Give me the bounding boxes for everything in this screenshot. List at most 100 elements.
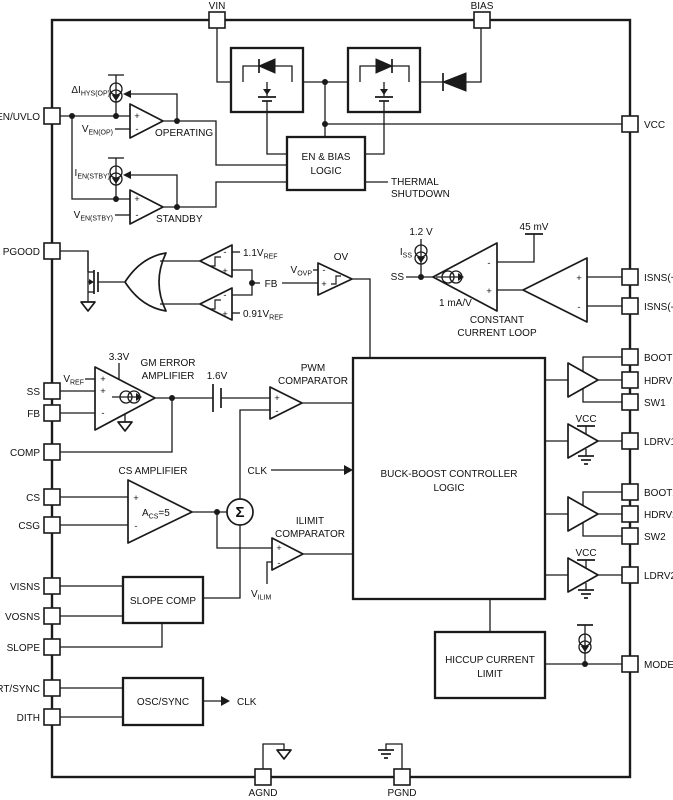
pgood-section: - + - + 1.1VREF 0.91VREF FB bbox=[60, 244, 318, 322]
ilimit-label-2: COMPARATOR bbox=[275, 529, 345, 540]
operating-plus: + bbox=[134, 111, 140, 122]
pin-ldrv2-label: LDRV2 bbox=[644, 571, 673, 582]
pin-sw2 bbox=[621, 527, 639, 545]
gm-amp-label-1: GM ERROR bbox=[141, 358, 196, 369]
cs-amplifier bbox=[127, 479, 193, 544]
cc-loop-section: - + + - 1.2 V ISS SS 45 mV 1 mA/V CONSTA… bbox=[391, 222, 622, 339]
pin-sw2-label: SW2 bbox=[644, 532, 666, 543]
osc-section: OSC/SYNC CLK bbox=[60, 676, 257, 727]
hysteresis-icon bbox=[210, 256, 221, 267]
hiccup-label-2: LIMIT bbox=[477, 669, 503, 680]
vilim-label: VILIM bbox=[251, 589, 271, 602]
bias-diode-icon bbox=[441, 72, 467, 92]
cs-amp-section: Σ + - CS AMPLIFIER ACS=5 bbox=[60, 466, 272, 549]
pass-fet-section bbox=[216, 28, 622, 155]
hiccup-label-1: HICCUP CURRENT bbox=[445, 655, 535, 666]
slope-comp-block bbox=[121, 575, 205, 625]
pin-isns-minus bbox=[621, 297, 639, 315]
pin-sw1 bbox=[621, 393, 639, 411]
pin-boot1-label: BOOT1 bbox=[644, 353, 673, 364]
pin-en-uvlo bbox=[43, 107, 61, 125]
mosfet-1-icon bbox=[258, 82, 287, 155]
thermal-shutdown-label-2: SHUTDOWN bbox=[391, 189, 450, 200]
hysteresis-icon bbox=[210, 299, 221, 310]
cs-plus: + bbox=[133, 493, 139, 504]
gm-amp-label-2: AMPLIFIER bbox=[142, 371, 195, 382]
gm-plus-1: + bbox=[100, 374, 106, 385]
operating-minus: - bbox=[135, 124, 138, 135]
cs-gain-label: ACS=5 bbox=[142, 508, 170, 521]
pin-visns-label: VISNS bbox=[10, 582, 40, 593]
cc-gm-minus: - bbox=[487, 258, 490, 269]
clk-out-label: CLK bbox=[237, 697, 257, 708]
driver-section: VCC VCC bbox=[545, 356, 622, 599]
pin-slope-label: SLOPE bbox=[7, 643, 41, 654]
slope-comp-section: SLOPE COMP bbox=[60, 525, 241, 648]
pin-ldrv1 bbox=[621, 432, 639, 450]
hys-current-label: ΔIHYS(OP) bbox=[71, 85, 110, 98]
pin-fb-label: FB bbox=[27, 409, 40, 420]
vovp-label: VOVP bbox=[291, 265, 313, 278]
pin-ldrv2 bbox=[621, 566, 639, 584]
pin-rt-sync bbox=[43, 679, 61, 697]
vref-label: VREF bbox=[63, 374, 84, 387]
pin-dith bbox=[43, 708, 61, 726]
ilimit-label-1: ILIMIT bbox=[296, 516, 324, 527]
pin-csg-label: CSG bbox=[18, 521, 40, 532]
cc-loop-label-2: CURRENT LOOP bbox=[457, 328, 537, 339]
pwm-label-1: PWM bbox=[301, 363, 325, 374]
cs-minus: - bbox=[134, 521, 137, 532]
pin-pgood-label: PGOOD bbox=[3, 247, 40, 258]
ov-minus: - bbox=[322, 265, 325, 276]
isns-plus: + bbox=[576, 273, 582, 284]
controller-section: BUCK-BOOST CONTROLLER LOGIC bbox=[351, 356, 547, 632]
ov-plus: + bbox=[321, 279, 327, 290]
pin-comp-label: COMP bbox=[10, 448, 40, 459]
ovp-plus: + bbox=[222, 266, 228, 277]
cs-amp-label: CS AMPLIFIER bbox=[119, 466, 188, 477]
pwm-plus: + bbox=[274, 393, 280, 404]
en-bias-logic-label-2: LOGIC bbox=[310, 166, 341, 177]
pin-hdrv2-label: HDRV2 bbox=[644, 510, 673, 521]
ref-low-label: 0.91VREF bbox=[243, 309, 283, 322]
pin-vcc bbox=[621, 115, 639, 133]
clk-in-label: CLK bbox=[248, 466, 268, 477]
pin-bias-label: BIAS bbox=[471, 1, 494, 12]
pin-vosns bbox=[43, 607, 61, 625]
ien-stby-label: IEN(STBY) bbox=[75, 168, 110, 181]
ss-net-label: SS bbox=[391, 272, 405, 283]
driver-vcc-label-2: VCC bbox=[575, 548, 596, 559]
pin-visns bbox=[43, 577, 61, 595]
gm-supply-label: 3.3V bbox=[109, 352, 130, 363]
ilimit-section: + - ILIMIT COMPARATOR VILIM bbox=[251, 516, 353, 602]
pin-ldrv1-label: LDRV1 bbox=[644, 437, 673, 448]
pin-isns-plus-label: ISNS(+) bbox=[644, 273, 673, 284]
ilimit-minus: - bbox=[277, 558, 280, 569]
controller-logic-block bbox=[351, 356, 547, 601]
ven-stby-label: VEN(STBY) bbox=[74, 210, 113, 223]
pin-mode-label: MODE bbox=[644, 660, 673, 671]
hysteresis-icon bbox=[331, 275, 341, 285]
ovp-comparator bbox=[199, 244, 233, 278]
pin-dith-label: DITH bbox=[17, 713, 40, 724]
sigma-symbol: Σ bbox=[235, 504, 244, 521]
ov-comparator bbox=[317, 262, 353, 296]
pin-agnd-label: AGND bbox=[249, 788, 278, 799]
pin-boot1 bbox=[621, 348, 639, 366]
hdrv1-driver bbox=[567, 362, 599, 398]
ovp-minus: - bbox=[223, 247, 226, 258]
slope-comp-label: SLOPE COMP bbox=[130, 596, 196, 607]
ov-section: - + VOVP OV bbox=[291, 252, 371, 358]
pwm-comparator bbox=[269, 386, 303, 420]
controller-label-2: LOGIC bbox=[433, 483, 464, 494]
cc-current-source-icon bbox=[441, 270, 455, 284]
hiccup-block bbox=[433, 630, 547, 700]
cc-supply-label: 1.2 V bbox=[409, 227, 433, 238]
standby-comparator bbox=[129, 189, 164, 225]
pin-vin-label: VIN bbox=[209, 1, 226, 12]
thermal-shutdown-label-1: THERMAL bbox=[391, 177, 439, 188]
operating-comparator bbox=[129, 103, 164, 139]
standby-minus: - bbox=[135, 210, 138, 221]
